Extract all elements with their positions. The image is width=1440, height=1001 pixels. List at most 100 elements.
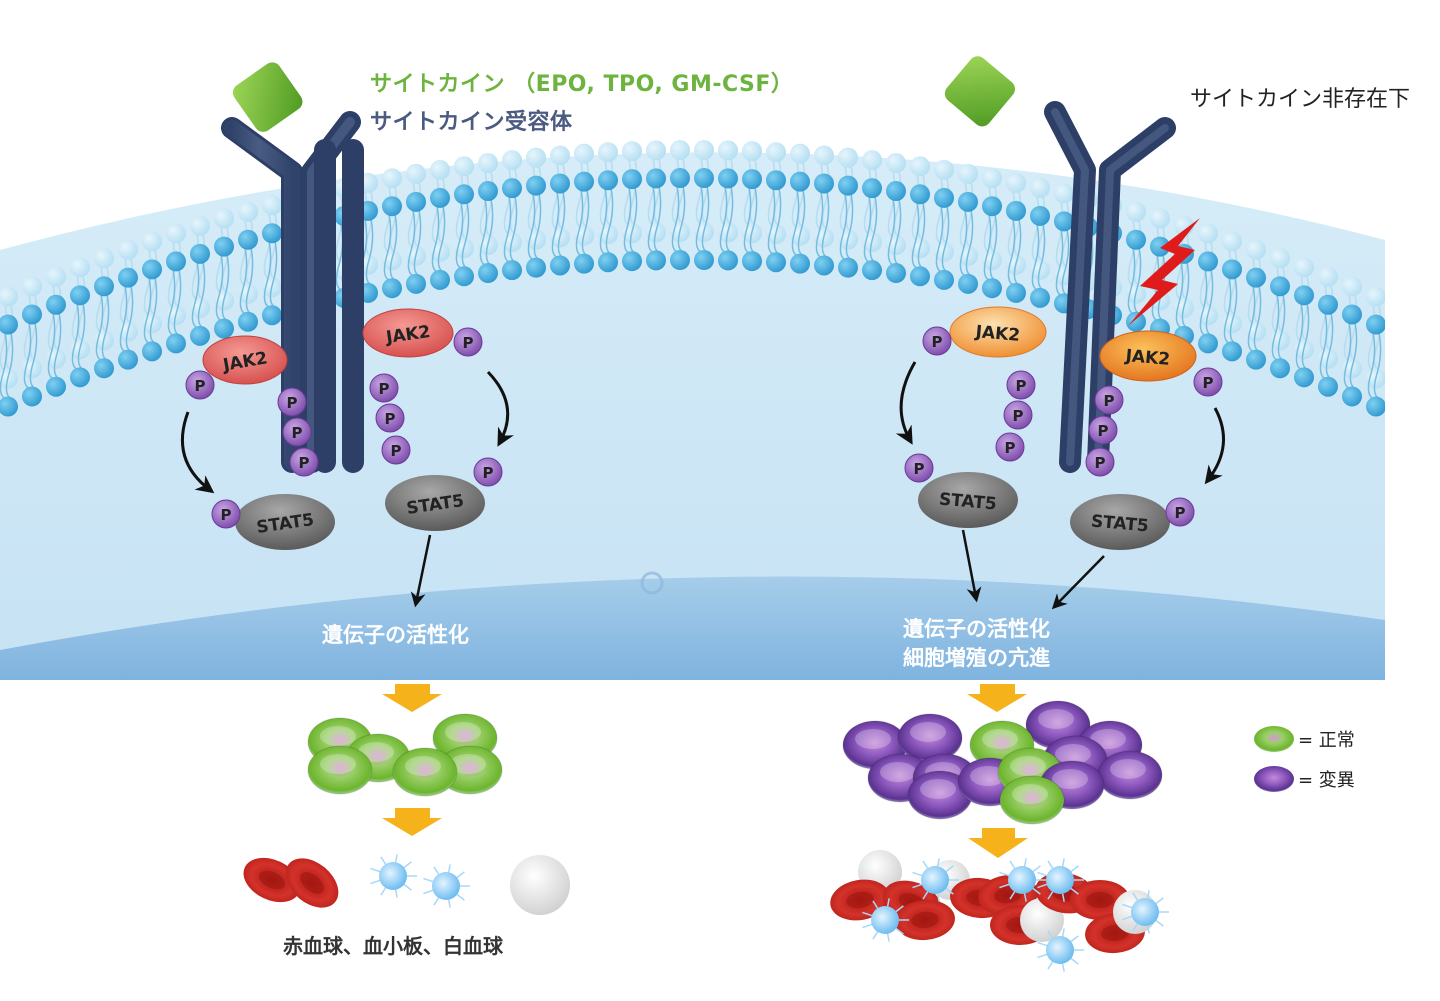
lipid-head [574, 171, 594, 192]
lipid-head [70, 257, 90, 278]
lipid-head [502, 260, 522, 281]
lipid-tail [215, 254, 224, 322]
lipid-head [574, 253, 594, 274]
normal-cell-highlight [405, 756, 441, 776]
jak2-left-1 [202, 335, 288, 385]
phosphate-icon [289, 447, 319, 477]
platelet-body [432, 872, 460, 900]
lipid-head [1366, 286, 1385, 307]
mutant-cell-highlight [910, 722, 946, 742]
lipid-tail [413, 209, 422, 277]
lipid-head [118, 267, 138, 288]
normal-cell-highlight [320, 726, 356, 746]
mutant-cell-highlight [1110, 759, 1146, 779]
lipid-tail [773, 188, 782, 255]
lipid-head [526, 175, 546, 196]
lipid-tail [47, 312, 56, 380]
lipid-tail [887, 198, 896, 266]
lipid-tail [365, 218, 374, 286]
lipid-head [1366, 396, 1385, 417]
lipid-head [502, 178, 522, 199]
lipid-head [382, 278, 402, 299]
lipid-head [22, 276, 42, 297]
lipid-tail [695, 185, 704, 253]
proliferation-label-right: 細胞増殖の亢進 [903, 646, 1050, 670]
lipid-head [118, 349, 138, 370]
platelet-body [1131, 898, 1159, 926]
normal-cell-highlight [982, 729, 1018, 749]
lipid-head [814, 145, 834, 166]
lipid-tail [671, 185, 680, 253]
rbc-center [846, 891, 874, 909]
stat5-right-2 [1070, 494, 1170, 550]
phosphate-label: P [391, 442, 402, 460]
nuclear-pore [640, 571, 664, 595]
lipid-head [1150, 236, 1170, 257]
lipid-tail [1373, 332, 1382, 400]
lipid-head [1222, 341, 1242, 362]
nucleus [0, 576, 1385, 680]
lipid-head [742, 141, 762, 162]
jak2-label: JAK2 [1124, 346, 1171, 370]
lipid-tail [431, 205, 440, 273]
lipid-head [646, 250, 666, 271]
phosphate-icon [1094, 385, 1124, 415]
lipid-tail [263, 241, 272, 308]
lipid-tail [677, 185, 686, 253]
phosphate-icon [185, 370, 215, 400]
mutant-cell-highlight [920, 779, 956, 799]
gene-activation-label-right: 遺伝子の活性化 [903, 617, 1050, 641]
lipid-head [0, 314, 18, 335]
lipid-tail [455, 202, 464, 269]
lipid-tail [269, 241, 278, 308]
lipid-tail [485, 198, 494, 266]
normal-cell-highlight [1010, 756, 1046, 776]
lipid-tail [863, 196, 872, 263]
lipid-head [598, 252, 618, 273]
legend-normal-cell-icon [1254, 726, 1294, 752]
lipid-head [430, 269, 450, 290]
red-blood-cell-icon [830, 879, 890, 921]
lipid-tail [383, 214, 392, 281]
lipid-head [406, 191, 426, 212]
lipid-tail [1223, 277, 1232, 344]
lipid-head [1270, 248, 1290, 269]
normal-cell-highlight [320, 754, 356, 774]
mutant-cell-highlight [855, 729, 891, 749]
flow-arrow-icon [968, 828, 1028, 858]
lipid-head [550, 145, 570, 166]
lipid-tail [527, 193, 536, 261]
lipid-head [838, 147, 858, 168]
lipid-head [1222, 231, 1242, 252]
lipid-head [910, 184, 930, 205]
lipid-head [478, 263, 498, 284]
lipid-tail [893, 198, 902, 266]
lipid-head [622, 141, 642, 162]
jak2-label: JAK2 [974, 322, 1021, 346]
lipid-tail [917, 202, 926, 269]
lipid-tail [149, 277, 158, 344]
platelet-body [1046, 866, 1074, 894]
lipid-tail [1277, 294, 1286, 361]
platelet-body [1008, 866, 1036, 894]
phosphate-label: P [463, 334, 474, 352]
stat5-left-2 [385, 475, 485, 531]
mutant-cell-highlight [1038, 709, 1074, 729]
lipid-head [718, 168, 738, 189]
lipid-tail [941, 205, 950, 273]
lipid-tail [221, 254, 230, 322]
lipid-tail [479, 198, 488, 266]
lipid-head [1294, 257, 1314, 278]
lipid-head [430, 187, 450, 208]
lipid-tail [101, 294, 110, 361]
lipid-head [1198, 333, 1218, 354]
lipid-tail [533, 193, 542, 261]
normal-cell [307, 745, 373, 795]
lipid-head [238, 201, 258, 222]
platelet-body [871, 906, 899, 934]
phosphate-icon [1088, 415, 1118, 445]
flow-arrow-icon [382, 684, 442, 712]
lipid-head [790, 143, 810, 164]
lipid-head [694, 140, 714, 161]
right-signaling: JAK2 JAK2 STAT5 STAT5 [895, 306, 1225, 610]
